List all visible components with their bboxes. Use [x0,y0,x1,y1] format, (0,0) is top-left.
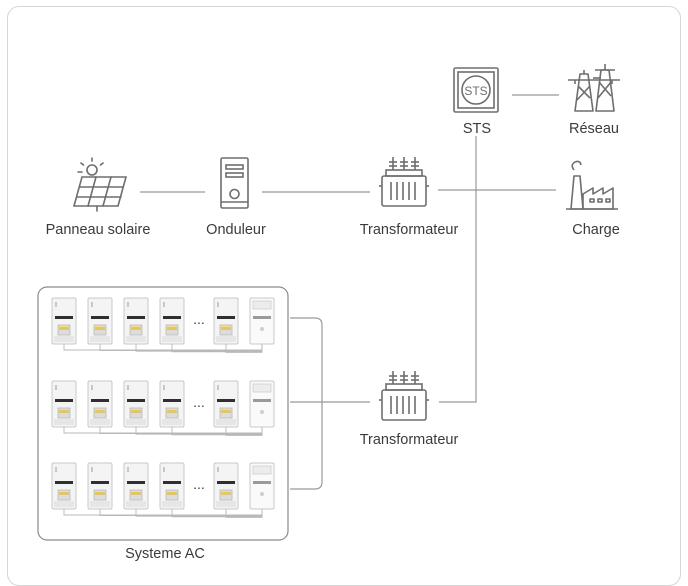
ac-system-label: Systeme AC [125,546,205,562]
battery-cabinet-icon [87,380,113,428]
line-sts-transformer-bottom [439,136,477,403]
sts-switch-icon [453,67,499,113]
transformer-bottom-label: Transformateur [360,432,459,448]
transformer-icon [379,157,429,207]
factory-load-icon [566,160,618,210]
inverter-icon [220,157,249,209]
battery-cabinet-icon [159,462,185,510]
ac-system-box [37,286,289,541]
battery-cabinet-icon [159,380,185,428]
cabinet-row: ... [51,380,275,436]
energy-system-diagram: Panneau solaire Onduleur Transformateur [37,64,620,562]
battery-cabinet-icon [123,462,149,510]
sts-icon-text: STS [464,84,487,98]
battery-cabinet-icon [51,380,77,428]
load-label: Charge [572,222,620,238]
battery-cabinet-icon [159,297,185,345]
battery-cabinet-icon [213,380,239,428]
ellipsis-text: ... [193,394,205,410]
sts-label: STS [463,121,491,137]
battery-cabinet-icon [51,462,77,510]
battery-cabinet-icon [123,380,149,428]
connection-lines [140,94,559,490]
ac-system-cabinets: ......... [51,297,275,518]
solar-label: Panneau solaire [46,222,151,238]
inverter-label: Onduleur [206,222,266,238]
battery-cabinet-icon [213,462,239,510]
control-unit-icon [249,462,275,510]
battery-cabinet-icon [51,297,77,345]
cabinet-wiring [63,509,263,518]
cabinet-row: ... [51,297,275,353]
cabinet-wiring [63,344,263,353]
cabinet-wiring [63,427,263,436]
transformer-icon [379,371,429,421]
cabinet-row: ... [51,462,275,518]
ellipsis-text: ... [193,311,205,327]
battery-cabinet-icon [87,462,113,510]
control-unit-icon [249,380,275,428]
solar-panel-icon [72,157,128,212]
ellipsis-text: ... [193,476,205,492]
battery-cabinet-icon [87,297,113,345]
power-grid-tower-icon [568,64,620,112]
transformer-top-label: Transformateur [360,222,459,238]
battery-cabinet-icon [123,297,149,345]
ac-system-bracket [290,317,323,490]
grid-label: Réseau [569,121,619,137]
battery-cabinet-icon [213,297,239,345]
control-unit-icon [249,297,275,345]
